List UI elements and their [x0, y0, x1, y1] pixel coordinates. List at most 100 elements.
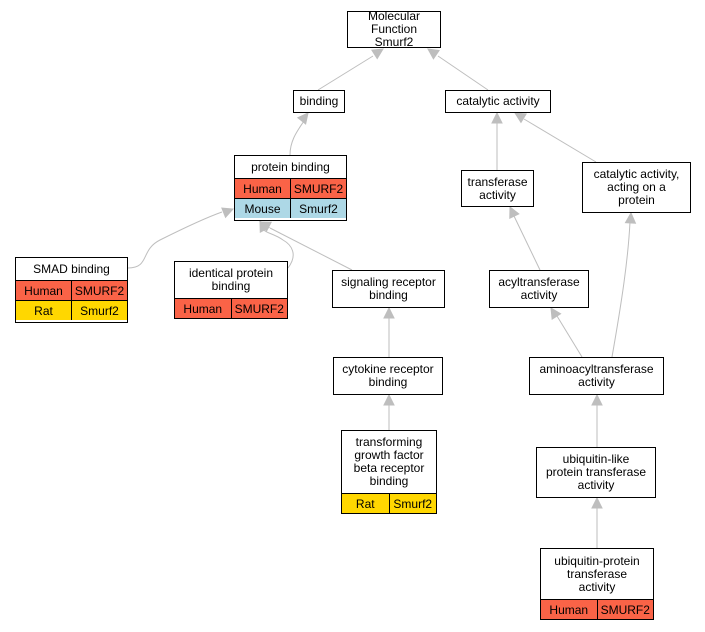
edge-ubprot-to-ublike: [591, 496, 603, 548]
edge-aminoacyl-to-catprot: [611, 211, 637, 358]
node-title-line: binding: [368, 375, 408, 389]
node-title-line: ubiquitin-protein: [554, 553, 640, 568]
arrowhead-icon: [296, 112, 309, 125]
edge-sigrec-to-protbind: [259, 221, 353, 271]
edge-line: [263, 229, 294, 269]
gene-cell: SMURF2: [596, 600, 654, 619]
species-cell: Rat: [355, 496, 375, 511]
node-smad-binding[interactable]: SMAD binding Human SMURF2 Rat Smurf2: [15, 257, 128, 323]
node-title-line: catalytic activity,: [593, 167, 680, 181]
edge-smad-to-protbind: [127, 207, 235, 269]
node-transforming-growth-factor-beta-receptor-binding[interactable]: transforming growth factor beta receptor…: [341, 430, 437, 514]
node-title: Molecular Function Smurf2: [348, 10, 440, 49]
node-catalytic-activity-acting-on-a-protein[interactable]: catalytic activity, acting on a protein: [582, 162, 691, 213]
arrowhead-icon: [221, 207, 235, 219]
node-title: protein binding: [235, 156, 346, 178]
species-cell: Human: [243, 181, 282, 196]
arrowhead-icon: [550, 307, 562, 320]
gene-cell: Smurf2: [71, 301, 127, 320]
arrowhead-icon: [624, 211, 637, 224]
gene-cell: Smurf2: [290, 199, 346, 218]
gene-cell: SMURF2: [230, 299, 288, 318]
node-signaling-receptor-binding[interactable]: signaling receptor binding: [332, 270, 445, 308]
node-title: transferase activity: [462, 171, 533, 206]
species-cell: Human: [549, 602, 589, 617]
node-identical-protein-binding[interactable]: identical protein binding Human SMURF2: [174, 261, 288, 319]
node-title-line: activity: [520, 288, 558, 302]
node-title: SMAD binding: [16, 258, 127, 280]
node-title-line: binding: [369, 288, 408, 302]
species-cell: Mouse: [244, 201, 281, 216]
edge-protbind-to-binding: [289, 112, 309, 156]
node-title-line: activity: [578, 579, 616, 594]
node-protein-binding[interactable]: protein binding Human SMURF2 Mouse Smurf…: [234, 155, 347, 221]
edge-line: [127, 211, 223, 269]
node-title: identical protein binding: [175, 262, 287, 298]
arrowhead-icon: [259, 221, 272, 233]
node-ubiquitin-protein-transferase-activity[interactable]: ubiquitin-protein transferase activity H…: [540, 548, 654, 620]
gene-cell: Smurf2: [388, 494, 437, 513]
arrowhead-icon: [509, 205, 520, 219]
edge-line: [611, 221, 631, 358]
node-binding[interactable]: binding: [293, 90, 345, 113]
arrowhead-icon: [491, 111, 503, 124]
node-catalytic-activity[interactable]: catalytic activity: [445, 90, 551, 113]
edge-cytokine-to-sigrec: [383, 306, 395, 357]
node-aminoacyltransferase-activity[interactable]: aminoacyltransferase activity: [529, 357, 664, 395]
annotation-row-mouse: Mouse Smurf2: [235, 198, 346, 218]
node-title-line: transferase: [467, 174, 528, 189]
edge-transferase-to-catalytic: [491, 111, 503, 170]
node-title: catalytic activity, acting on a protein: [583, 163, 690, 212]
annotation-row-human: Human SMURF2: [235, 178, 346, 198]
node-title: catalytic activity: [446, 91, 550, 112]
species-cell: Human: [183, 301, 223, 316]
node-title: cytokine receptor binding: [334, 358, 442, 394]
node-title-line: binding: [369, 474, 409, 488]
gene-cell: SMURF2: [71, 281, 127, 300]
node-title: binding: [294, 91, 344, 112]
node-title-line: catalytic activity: [456, 94, 540, 108]
node-transferase-activity[interactable]: transferase activity: [461, 170, 534, 207]
node-title: transforming growth factor beta receptor…: [342, 431, 436, 493]
node-title-line: binding: [211, 279, 251, 293]
node-title: ubiquitin-like protein transferase activ…: [537, 448, 655, 497]
node-title-line: beta receptor: [353, 461, 425, 475]
node-title-line: cytokine receptor: [342, 362, 434, 376]
arrowhead-icon: [591, 393, 603, 406]
annotation-row-human: Human SMURF2: [541, 599, 653, 619]
node-title-line: protein: [618, 193, 655, 207]
node-acyltransferase-activity[interactable]: acyltransferase activity: [489, 270, 589, 308]
annotation-row-rat: Rat Smurf2: [16, 300, 127, 320]
node-title-line: identical protein: [188, 266, 274, 280]
edge-acyl-to-transferase: [509, 205, 541, 271]
edge-catprot-to-catalytic: [514, 112, 597, 163]
node-title-line: activity: [479, 187, 516, 202]
arrowhead-icon: [591, 496, 603, 509]
annotation-row-rat: Rat Smurf2: [342, 493, 436, 513]
node-title-line: protein binding: [251, 159, 330, 174]
edge-line: [437, 55, 489, 91]
edge-line: [269, 227, 353, 271]
node-title-line: acting on a: [607, 180, 666, 194]
node-molecular-function-smurf2[interactable]: Molecular Function Smurf2: [347, 10, 441, 49]
node-ubiquitin-like-protein-transferase-activity[interactable]: ubiquitin-like protein transferase activ…: [536, 447, 656, 498]
node-title-line: transferase: [566, 566, 628, 581]
annotation-row-human: Human SMURF2: [175, 298, 287, 318]
arrowhead-icon: [427, 48, 440, 60]
edge-line: [317, 55, 374, 91]
arrowhead-icon: [383, 393, 395, 406]
node-title: aminoacyltransferase activity: [530, 358, 663, 394]
node-title-line: activity: [577, 478, 615, 492]
node-title-line: activity: [578, 375, 615, 389]
node-cytokine-receptor-binding[interactable]: cytokine receptor binding: [333, 357, 443, 395]
species-cell: Human: [24, 283, 63, 298]
annotation-row-human: Human SMURF2: [16, 280, 127, 300]
node-title: signaling receptor binding: [333, 271, 444, 307]
gene-cell: SMURF2: [290, 179, 346, 198]
node-title-line: binding: [299, 94, 339, 108]
arrowhead-icon: [514, 112, 527, 124]
node-title-line: Smurf2: [374, 35, 414, 49]
arrowhead-icon: [383, 306, 395, 319]
edge-line: [523, 118, 597, 163]
